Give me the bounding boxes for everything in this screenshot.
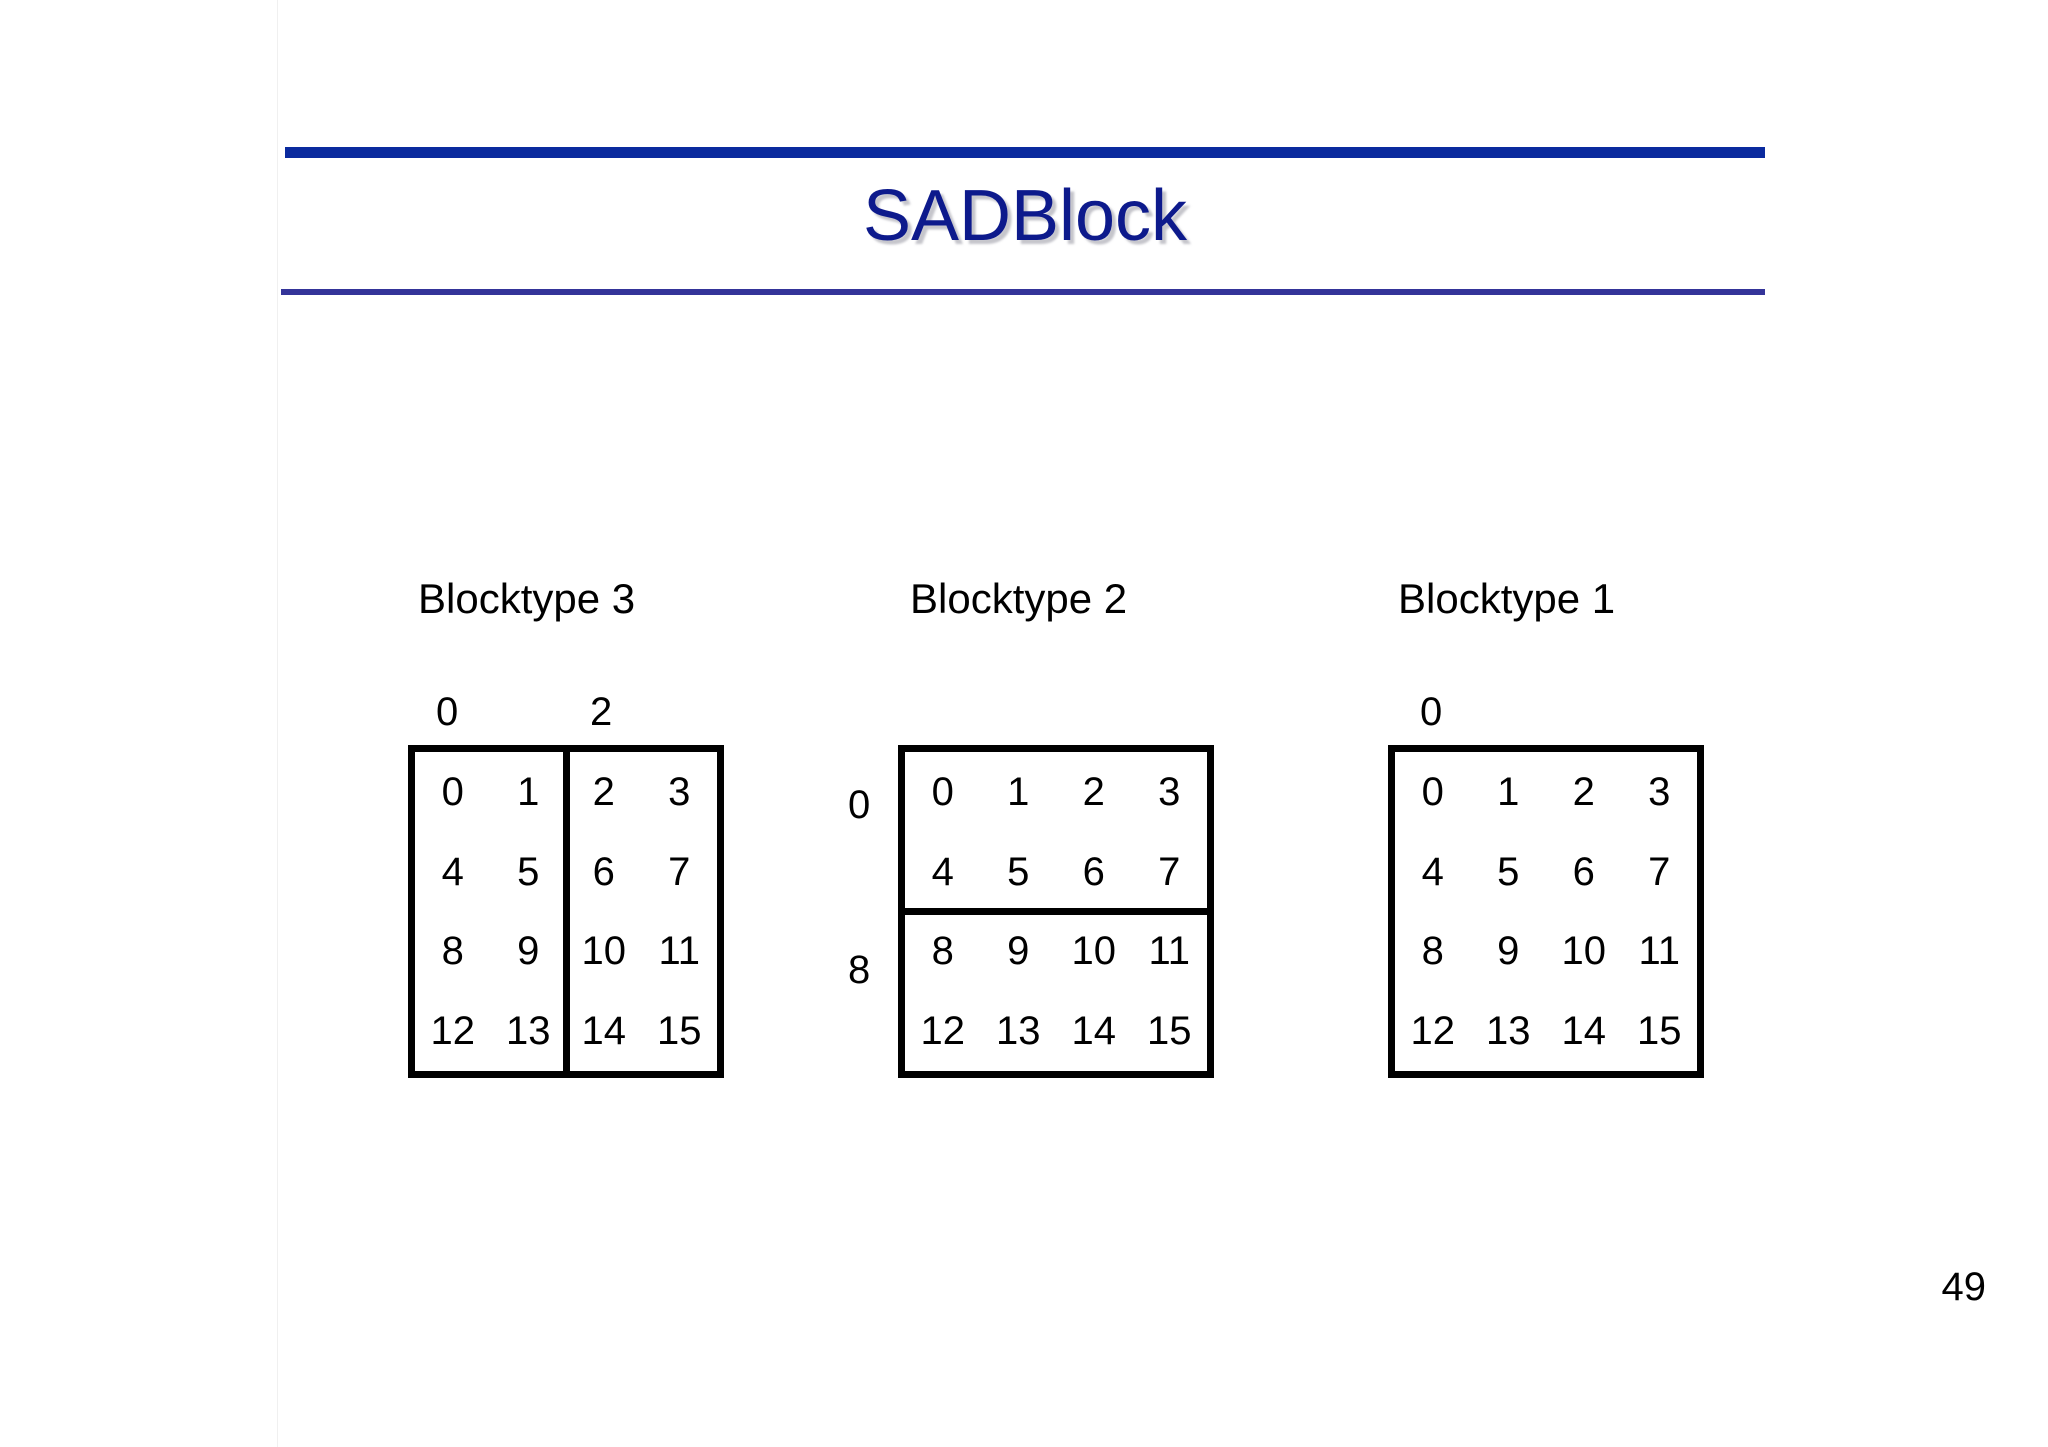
block-index-label-0: 0	[1420, 690, 1443, 734]
grid-cell: 8	[441, 929, 464, 974]
grid-cell: 2	[1082, 769, 1105, 814]
grid-cell: 5	[1007, 849, 1030, 894]
grid-cell: 14	[1561, 1009, 1607, 1054]
grid-cell: 0	[441, 769, 464, 814]
grid-cell: 6	[1082, 849, 1105, 894]
grid-cell: 13	[506, 1009, 551, 1054]
row-index-label-0: 0	[848, 783, 871, 827]
grid-cell: 11	[1148, 929, 1191, 974]
cell-grid-blocktype-1: 0 1 2 3 4 5 6 7 8 9 10 11 12 13 14 15	[1395, 752, 1697, 1071]
grid-cell: 1	[1497, 769, 1520, 814]
page-title: SADBlock	[862, 176, 1188, 256]
diagram-heading-blocktype-1: Blocktype 1	[1398, 575, 1616, 622]
vertical-split-divider	[563, 745, 570, 1078]
column-index-label-2: 2	[590, 690, 613, 734]
grid-cell: 1	[1007, 769, 1030, 814]
grid-cell: 1	[517, 769, 540, 814]
page-number: 49	[1941, 1265, 1987, 1309]
title-rule-top	[285, 147, 1765, 158]
column-index-label-0: 0	[436, 690, 459, 734]
block-grid-blocktype-1: 0 1 2 3 4 5 6 7 8 9 10 11 12 13 14 15	[1388, 745, 1704, 1078]
grid-cell: 2	[1572, 769, 1595, 814]
grid-cell: 3	[1158, 769, 1181, 814]
grid-cell: 9	[1497, 929, 1520, 974]
grid-cell: 7	[668, 849, 691, 894]
grid-cell: 4	[931, 849, 954, 894]
title-rule-bottom	[281, 289, 1765, 295]
grid-cell: 12	[920, 1009, 966, 1054]
grid-cell: 8	[1421, 929, 1444, 974]
grid-cell: 0	[1421, 769, 1444, 814]
grid-cell: 9	[1007, 929, 1030, 974]
grid-cell: 6	[1572, 849, 1595, 894]
grid-cell: 3	[1648, 769, 1671, 814]
grid-cell: 8	[931, 929, 954, 974]
grid-cell: 9	[517, 929, 540, 974]
grid-cell: 12	[430, 1009, 476, 1054]
left-margin-guide	[277, 0, 278, 1447]
grid-cell: 14	[581, 1009, 627, 1054]
grid-cell: 12	[1410, 1009, 1456, 1054]
grid-cell: 10	[1561, 929, 1607, 974]
grid-cell: 13	[996, 1009, 1041, 1054]
grid-cell: 4	[441, 849, 464, 894]
grid-cell: 10	[581, 929, 627, 974]
horizontal-split-divider	[898, 908, 1214, 915]
grid-cell: 2	[592, 769, 615, 814]
cell-grid-blocktype-2: 0 1 2 3 4 5 6 7 8 9 10 11 12 13 14 15	[905, 752, 1207, 1071]
grid-cell: 3	[668, 769, 691, 814]
cell-grid-blocktype-3: 0 1 2 3 4 5 6 7 8 9 10 11 12 13 14 15	[415, 752, 717, 1071]
grid-cell: 7	[1158, 849, 1181, 894]
grid-cell: 15	[1637, 1009, 1682, 1054]
diagram-heading-blocktype-3: Blocktype 3	[418, 575, 636, 622]
grid-cell: 6	[592, 849, 615, 894]
grid-cell: 7	[1648, 849, 1671, 894]
grid-cell: 11	[1638, 929, 1681, 974]
diagram-heading-blocktype-2: Blocktype 2	[910, 575, 1128, 622]
grid-cell: 15	[657, 1009, 702, 1054]
grid-cell: 11	[658, 929, 701, 974]
grid-cell: 14	[1071, 1009, 1117, 1054]
grid-cell: 4	[1421, 849, 1444, 894]
grid-cell: 5	[1497, 849, 1520, 894]
grid-cell: 10	[1071, 929, 1117, 974]
grid-cell: 0	[931, 769, 954, 814]
grid-cell: 5	[517, 849, 540, 894]
row-index-label-8: 8	[848, 948, 871, 992]
grid-cell: 15	[1147, 1009, 1192, 1054]
grid-cell: 13	[1486, 1009, 1531, 1054]
